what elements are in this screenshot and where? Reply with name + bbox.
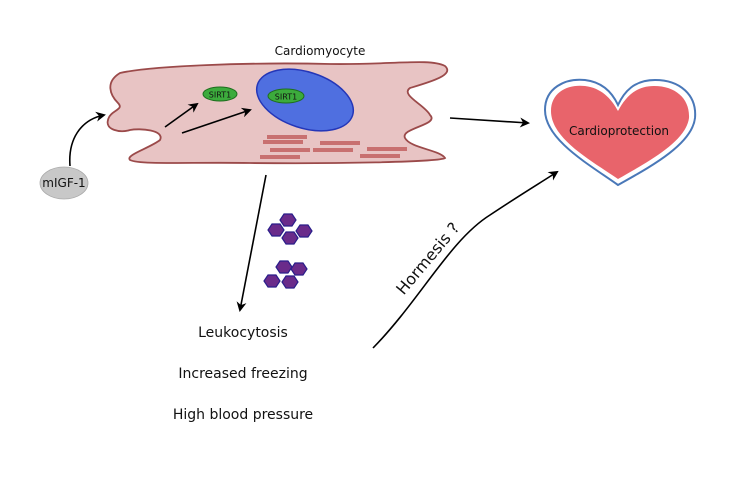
sirt1-nucleus-label: SIRT1 [275,93,297,102]
hexagon [281,275,299,289]
arrow-to-nucleus [181,107,252,134]
migf1-label: mIGF-1 [42,176,85,190]
cell-label: Cardiomyocyte [275,44,366,58]
sirt1-cytoplasm-badge [202,86,238,102]
hexagon [275,260,293,274]
arrow-migf1-to-cell [69,111,106,167]
effect-high-blood-pressure: High blood pressure [173,407,313,423]
heart-icon [551,85,690,179]
effect-increased-freezing: Increased freezing [178,366,307,382]
hexagon [295,224,313,238]
hexagon [281,231,299,245]
hexagon [263,274,281,288]
arrow-hormesis [372,170,559,349]
hexagon [279,213,297,227]
effect-leukocytosis: Leukocytosis [198,325,288,341]
hormesis-label: Hormesis ? [392,219,463,299]
arrow-to-sirt1-cytoplasm [164,102,199,128]
migf1-node [39,166,89,200]
nucleus [255,68,355,132]
hexagon-cluster-bottom [263,260,308,289]
sarcomeres [260,135,407,159]
arrow-cell-to-heart [449,117,530,128]
cardioprotection-label: Cardioprotection [569,124,669,138]
hexagon [290,262,308,276]
arrow-cell-to-effects [236,174,267,312]
hexagon-cluster-top [267,213,313,245]
hexagon [267,223,285,237]
sirt1-nucleus-badge [267,88,305,104]
sirt1-cytoplasm-label: SIRT1 [209,91,231,100]
